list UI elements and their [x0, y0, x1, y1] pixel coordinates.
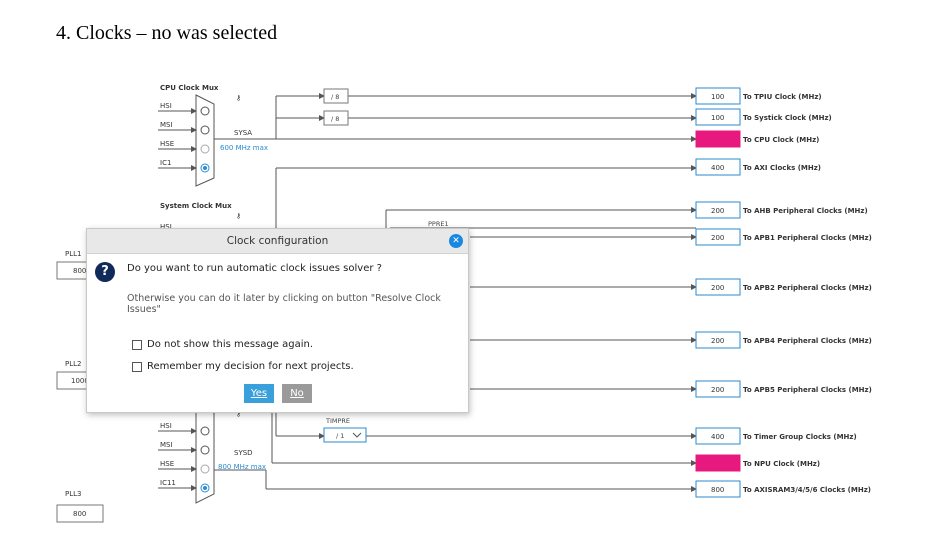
dialog-hint: Otherwise you can do it later by clickin… [127, 293, 441, 315]
output-label: To NPU Clock (MHz) [743, 460, 820, 468]
do-not-show-row[interactable]: Do not show this message again. [132, 339, 313, 350]
cpu-mux-radio-msi[interactable] [200, 125, 210, 135]
output-value-box[interactable] [695, 228, 741, 246]
lower-mux-input-ic11: IC11 [160, 479, 176, 487]
pll3-label: PLL3 [65, 490, 81, 498]
pll1-label: PLL1 [65, 250, 81, 258]
output-value-box[interactable] [695, 158, 741, 176]
system-mux-title: System Clock Mux [160, 202, 232, 210]
output-value: 200 [711, 234, 724, 242]
dialog-title: Clock configuration [226, 235, 329, 247]
output-value: 400 [711, 433, 724, 441]
close-icon[interactable]: ✕ [449, 234, 463, 248]
remember-decision-checkbox[interactable] [132, 361, 142, 372]
lower-mux-radio-hsi[interactable] [200, 426, 210, 436]
systick-divider[interactable] [323, 110, 349, 126]
page-heading: 4. Clocks – no was selected [56, 22, 278, 44]
output-value-box[interactable] [695, 278, 741, 296]
sysd-label: SYSD [234, 449, 253, 457]
pll2-label: PLL2 [65, 360, 81, 368]
output-label: To APB5 Peripheral Clocks (MHz) [743, 386, 872, 394]
no-button[interactable]: No [282, 384, 312, 403]
lower-mux-radio-hse[interactable] [200, 464, 210, 474]
output-value-box[interactable] [695, 201, 741, 219]
timpre-select[interactable] [323, 427, 367, 443]
output-value: 200 [711, 207, 724, 215]
key-icon: ⚷ [236, 212, 241, 220]
lower-mux-input-hsi: HSI [160, 422, 172, 430]
output-value-box[interactable] [695, 380, 741, 398]
tpiu-divider-value: / 8 [331, 93, 339, 101]
output-value: 200 [711, 284, 724, 292]
output-value-box[interactable] [695, 480, 741, 498]
output-label: To TPIU Clock (MHz) [743, 93, 822, 101]
output-value-box[interactable] [695, 331, 741, 349]
output-label: To AXISRAM3/4/5/6 Clocks (MHz) [743, 486, 871, 494]
output-label: To APB4 Peripheral Clocks (MHz) [743, 337, 872, 345]
cpu-mux-shape [195, 94, 215, 187]
cpu-mux-input-hsi: HSI [160, 102, 172, 110]
remember-decision-row[interactable]: Remember my decision for next projects. [132, 361, 354, 372]
sysd-max-label: 800 MHz max [218, 463, 266, 471]
output-label: To AHB Peripheral Clocks (MHz) [743, 207, 868, 215]
pll1-value: 800 [73, 267, 86, 275]
dialog-question: Do you want to run automatic clock issue… [127, 263, 382, 274]
output-label: To Timer Group Clocks (MHz) [743, 433, 857, 441]
cpu-mux-input-ic1: IC1 [160, 159, 171, 167]
pll3-value: 800 [73, 510, 86, 518]
output-value: 100 [711, 114, 724, 122]
output-label: To CPU Clock (MHz) [743, 136, 819, 144]
remember-decision-label: Remember my decision for next projects. [147, 361, 354, 372]
output-value: 100 [711, 93, 724, 101]
system-mux-input-hsi: HSI [160, 223, 172, 231]
output-value: 400 [711, 164, 724, 172]
output-value: 200 [711, 337, 724, 345]
output-label: To AXI Clocks (MHz) [743, 164, 821, 172]
output-value: 200 [711, 386, 724, 394]
question-icon: ? [95, 262, 115, 282]
output-label: To APB1 Peripheral Clocks (MHz) [743, 234, 872, 242]
do-not-show-label: Do not show this message again. [147, 339, 314, 350]
cpu-mux-input-msi: MSI [160, 121, 173, 129]
pll2-value: 1000 [71, 377, 89, 385]
lower-mux-input-msi: MSI [160, 441, 173, 449]
cpu-mux-input-hse: HSE [160, 140, 174, 148]
cpu-mux-radio-hse[interactable] [200, 144, 210, 154]
cpu-mux-radio-hsi[interactable] [200, 106, 210, 116]
ppre1-label: PPRE1 [428, 220, 449, 228]
output-label: To Systick Clock (MHz) [743, 114, 832, 122]
cpu-mux-title: CPU Clock Mux [160, 84, 219, 92]
output-value-box[interactable] [695, 130, 741, 148]
tpiu-divider[interactable] [323, 88, 349, 104]
clock-configuration-dialog: Clock configuration ✕ ? Do you want to r… [86, 228, 469, 413]
output-value: 800 [711, 486, 724, 494]
cpu-mux-inputs: HSI MSI HSE IC1 [158, 102, 197, 171]
output-label: To APB2 Peripheral Clocks (MHz) [743, 284, 872, 292]
output-value-box[interactable] [695, 108, 741, 126]
output-clocks: 100 To TPIU Clock (MHz) 100 To Systick Cloc… [695, 87, 872, 498]
key-icon: ⚷ [236, 410, 241, 418]
pll3-box[interactable] [56, 504, 104, 523]
yes-button[interactable]: Yes [244, 384, 274, 403]
lower-mux-input-hse: HSE [160, 460, 174, 468]
output-value-box[interactable] [695, 454, 741, 472]
timpre-label: TIMPRE [325, 417, 350, 425]
timpre-value: / 1 [336, 432, 344, 440]
output-value-box[interactable] [695, 87, 741, 105]
sysa-label: SYSA [234, 129, 252, 137]
sysa-max-label: 600 MHz max [220, 144, 268, 152]
output-value-box[interactable] [695, 427, 741, 445]
chevron-down-icon [352, 432, 362, 438]
key-icon: ⚷ [236, 94, 241, 102]
do-not-show-checkbox[interactable] [132, 339, 142, 350]
dialog-titlebar: Clock configuration ✕ [87, 229, 468, 254]
lower-mux-radio-msi[interactable] [200, 445, 210, 455]
systick-divider-value: / 8 [331, 115, 339, 123]
